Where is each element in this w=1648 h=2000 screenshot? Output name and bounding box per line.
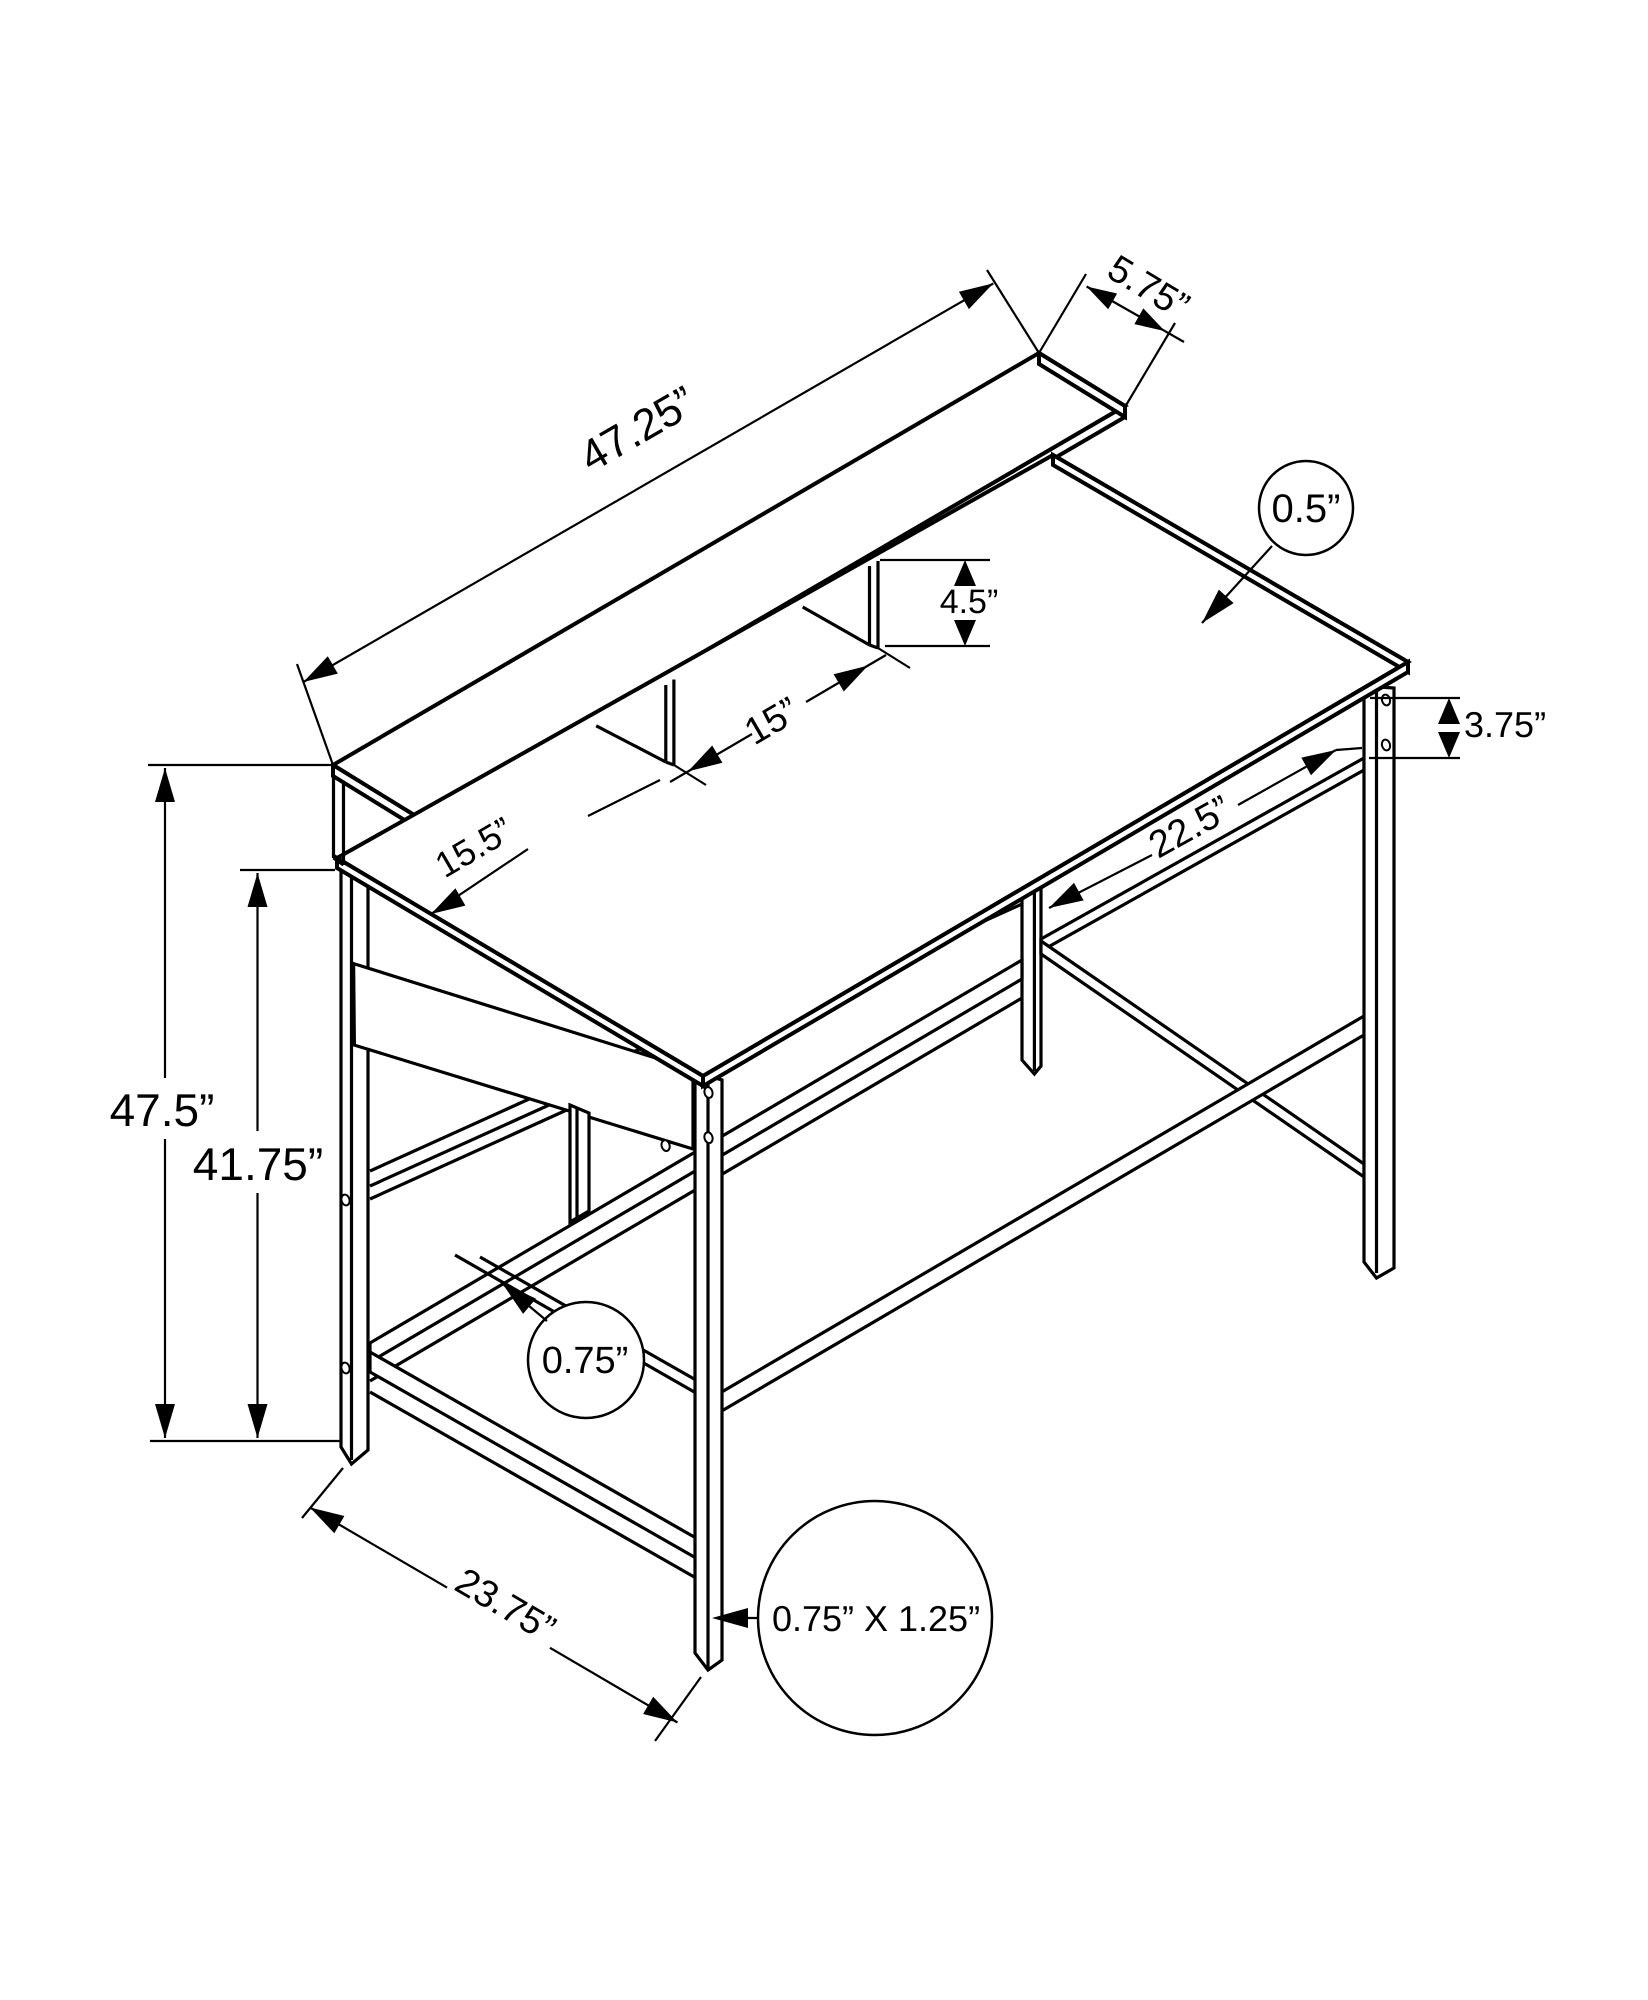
svg-text:47.5”: 47.5” <box>110 1084 215 1136</box>
svg-text:0.75”: 0.75” <box>542 1340 629 1382</box>
svg-text:4.5”: 4.5” <box>940 583 999 621</box>
svg-text:0.5”: 0.5” <box>1272 487 1341 531</box>
svg-text:41.75”: 41.75” <box>193 1138 323 1190</box>
svg-text:0.75” X 1.25”: 0.75” X 1.25” <box>772 1598 980 1639</box>
svg-text:3.75”: 3.75” <box>1464 704 1546 745</box>
